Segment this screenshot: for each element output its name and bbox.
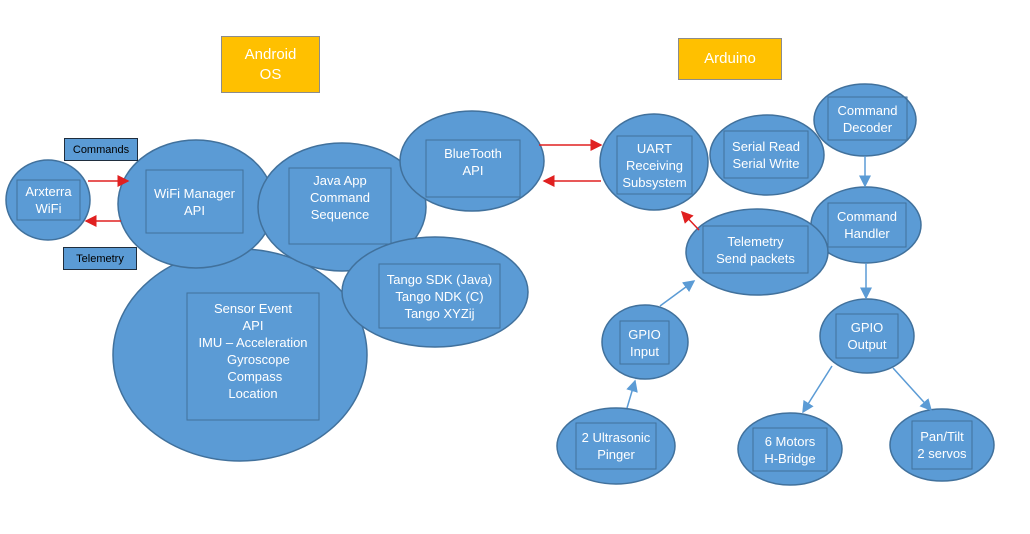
pantilt-ellipse — [889, 408, 995, 482]
arrow-telemetry-to-uart — [680, 210, 700, 231]
arxterra-ellipse — [5, 159, 91, 241]
header-arduino-line-1: Arduino — [704, 50, 756, 67]
bluetooth-ellipse — [399, 110, 545, 212]
telemetry-send-box — [702, 225, 809, 274]
commands-tag-label: Commands — [72, 143, 130, 156]
gpio-input-ellipse — [601, 304, 689, 380]
uart-ellipse — [599, 113, 709, 211]
sensor-event-box — [186, 292, 320, 421]
tango-box — [378, 263, 501, 329]
header-arduino: Arduino — [678, 38, 782, 80]
java-app-box — [288, 167, 392, 245]
bluetooth-box — [425, 139, 521, 198]
command-decoder-box — [827, 96, 908, 141]
arrow-gpio-input-to-telemetry — [659, 280, 696, 307]
telemetry-tag: Telemetry — [63, 247, 137, 270]
header-android-os: Android OS — [221, 36, 320, 93]
command-decoder-ellipse — [813, 83, 917, 157]
commands-tag: Commands — [64, 138, 138, 161]
telemetry-send-ellipse — [685, 208, 829, 296]
arxterra-box — [16, 179, 81, 221]
ultrasonic-ellipse — [556, 407, 676, 485]
gpio-input-box — [619, 320, 670, 365]
motors-ellipse — [737, 412, 843, 486]
wifi-manager-ellipse — [117, 139, 275, 269]
header-android-line-2: OS — [259, 65, 282, 83]
uart-box — [616, 135, 693, 195]
sensor-event-ellipse — [112, 248, 368, 462]
serial-ellipse — [709, 114, 825, 196]
ultrasonic-box — [575, 422, 657, 470]
command-handler-box — [827, 202, 907, 248]
arrow-ultrasonic-to-gpio-input — [626, 379, 638, 409]
telemetry-tag-label: Telemetry — [76, 252, 124, 265]
pantilt-box — [911, 420, 973, 470]
arrow-gpio-output-to-motors — [802, 365, 833, 414]
gpio-output-box — [835, 313, 899, 359]
arrow-gpio-output-to-pantilt — [892, 367, 933, 412]
motors-box — [752, 427, 828, 472]
gpio-output-ellipse — [819, 298, 915, 374]
wifi-manager-box — [145, 169, 244, 234]
java-app-ellipse — [257, 142, 427, 272]
serial-box — [723, 130, 809, 179]
header-android-line-1: Android — [244, 45, 297, 63]
